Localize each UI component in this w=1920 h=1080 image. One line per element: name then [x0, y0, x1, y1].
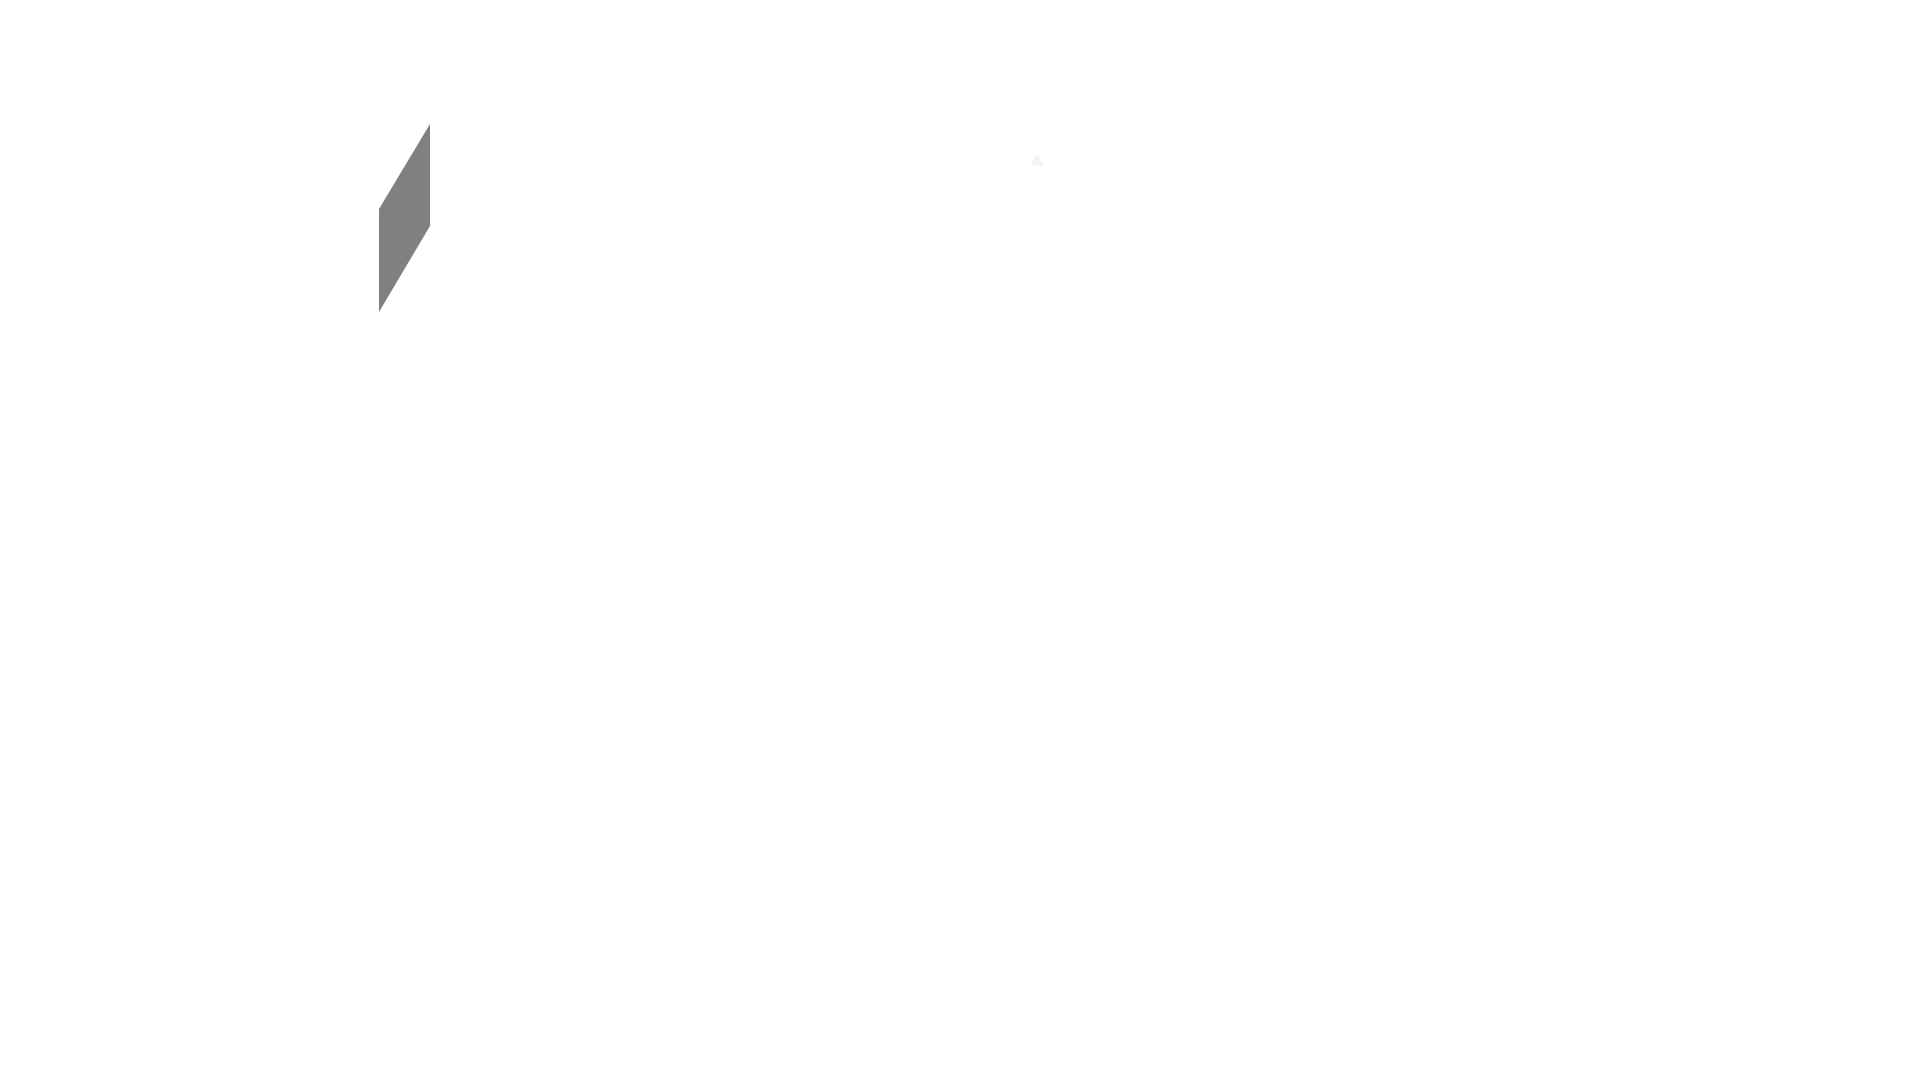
- triangle-shape: [1030, 154, 1044, 166]
- parallelogram-shape: [379, 124, 430, 312]
- triangle-icon: [1030, 154, 1044, 166]
- slanted-parallelogram-icon: [379, 124, 430, 312]
